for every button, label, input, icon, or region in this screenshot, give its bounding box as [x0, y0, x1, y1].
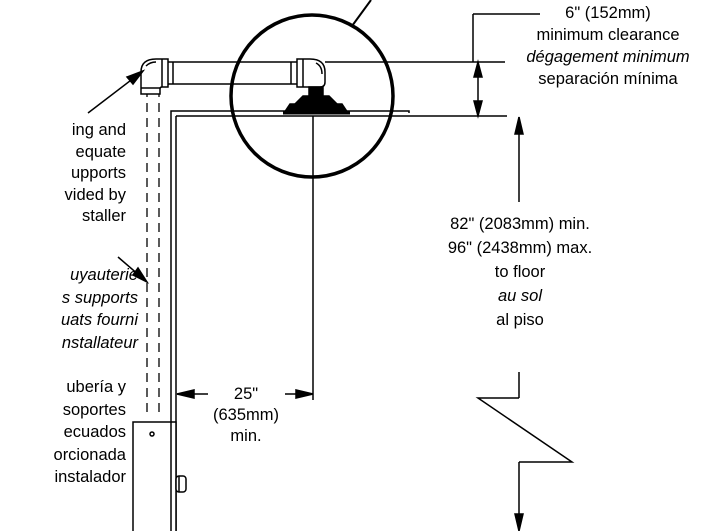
- shower-head: [283, 86, 350, 115]
- reach-suffix: min.: [230, 427, 262, 445]
- concealed-supply-pipe: [146, 88, 160, 418]
- installer-note-en-line-5: staller: [81, 207, 126, 225]
- installer-note-fr-line-1: uyauterie: [70, 266, 138, 284]
- installer-note-fr-line-4: nstallateur: [61, 333, 138, 352]
- height-en: to floor: [494, 263, 546, 281]
- valve-box: [132, 421, 187, 531]
- reach-value: 25": [233, 385, 259, 403]
- reach-metric: (635mm): [212, 406, 279, 424]
- height-es: al piso: [496, 311, 544, 329]
- height-max: 96" (2438mm) max.: [447, 239, 593, 257]
- clearance-dimension-arrow: [473, 59, 483, 119]
- clearance-label: 6" (152mm) minimum clearance dégagement …: [492, 2, 724, 90]
- height-dimension-arrow: [475, 116, 575, 531]
- installer-note-es-line-2: soportes: [62, 400, 126, 419]
- installer-note-fr-line-2: s supports: [61, 288, 138, 307]
- left-elbow-fitting: [140, 58, 169, 95]
- clearance-es: separación mínima: [538, 70, 678, 88]
- installer-note-es-line-1: ubería y: [66, 378, 126, 396]
- installer-note-es: ubería y soportes ecuados orcionada inst…: [0, 376, 126, 489]
- height-label: 82" (2083mm) min. 96" (2438mm) max. to f…: [405, 212, 635, 332]
- reach-label: 25" (635mm) min.: [196, 384, 296, 447]
- installer-note-fr-line-3: uats fourni: [60, 311, 138, 329]
- installer-note-en-line-3: upports: [70, 164, 126, 182]
- installer-note-es-line-4: orcionada: [53, 445, 126, 464]
- reach-dimension-arrow: [176, 116, 314, 400]
- clearance-value: 6" (152mm): [565, 4, 651, 22]
- height-fr: au sol: [497, 287, 543, 305]
- installer-note-es-line-3: ecuados: [63, 423, 126, 441]
- installer-note-en: ing and equate upports vided by staller: [0, 120, 126, 228]
- installer-note-en-line-1: ing and: [71, 121, 126, 139]
- clearance-en: minimum clearance: [536, 26, 680, 44]
- ceiling-line: [170, 110, 410, 531]
- detail-callout-line: [351, 0, 372, 27]
- detail-circle: [229, 13, 395, 179]
- installer-note-fr: uyauterie s supports uats fourni nstalla…: [0, 264, 138, 354]
- height-min: 82" (2083mm) min.: [450, 215, 590, 233]
- installer-note-en-line-4: vided by: [64, 185, 126, 204]
- right-elbow-fitting: [296, 58, 326, 88]
- installer-note-en-line-2: equate: [75, 142, 126, 161]
- installer-note-es-line-5: instalador: [54, 468, 126, 486]
- clearance-fr: dégagement minimum: [526, 48, 690, 66]
- installer-note-arrows: [87, 69, 150, 284]
